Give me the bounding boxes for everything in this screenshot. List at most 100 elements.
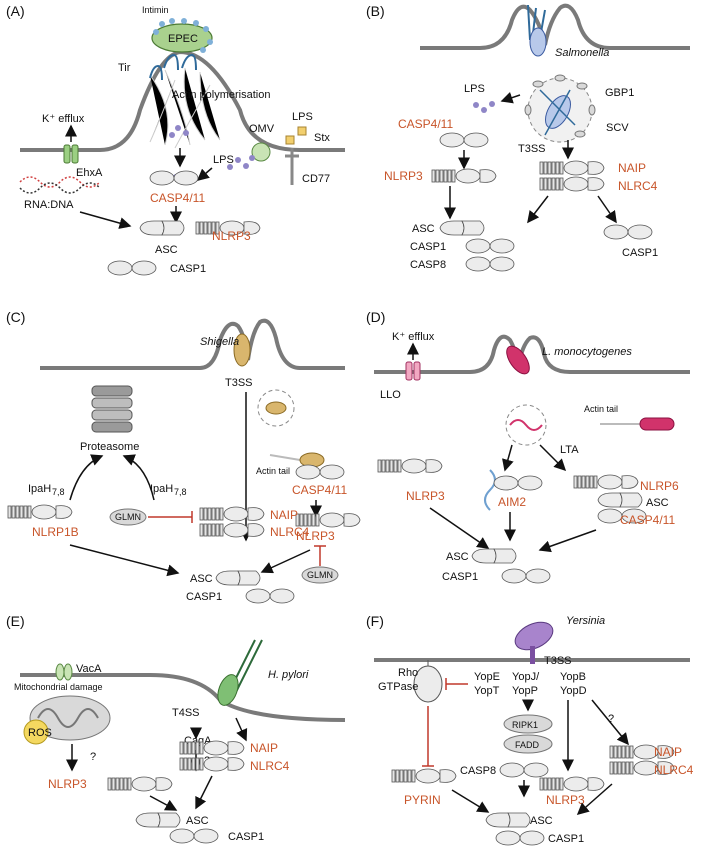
- asc-d-label: ASC: [446, 551, 469, 563]
- lps-label: LPS: [213, 154, 234, 166]
- actin-tail-d-label: Actin tail: [584, 404, 618, 414]
- panel-b: (B) Salmonella GBP1 SCV LPS T3SS CASP4/1…: [366, 3, 690, 272]
- nlrp3-b-protein: [431, 168, 497, 184]
- ipah-left-label: IpaH: [28, 483, 51, 495]
- panel-b-membrane: [420, 3, 690, 50]
- casp1-f-label: CASP1: [548, 833, 584, 845]
- asc-protein: [139, 220, 185, 236]
- casp1-label: CASP1: [170, 263, 206, 275]
- intimin-spikes-icon: [153, 18, 213, 53]
- nlrp3-b-label: NLRP3: [384, 169, 423, 183]
- casp1-e-label: CASP1: [228, 831, 264, 843]
- fadd-label: FADD: [515, 740, 540, 750]
- ros-label: ROS: [28, 727, 52, 739]
- listeria-bacterium: [506, 345, 530, 375]
- rna-dna-label: RNA:DNA: [24, 199, 74, 211]
- mito-label: Mitochondrial damage: [14, 682, 103, 692]
- nlrc4-c-label: NLRC4: [270, 525, 310, 539]
- listeria-label: L. monocytogenes: [542, 346, 632, 358]
- cd77-label: CD77: [302, 173, 330, 185]
- casp8-b-label: CASP8: [410, 259, 446, 271]
- naip-c-label: NAIP: [270, 508, 298, 522]
- naip-label: NAIP: [618, 161, 646, 175]
- hpylori-label: H. pylori: [268, 669, 309, 681]
- tir-label: Tir: [118, 62, 131, 74]
- asc-b-label: ASC: [412, 223, 435, 235]
- ipah-left-sub: 7,8: [52, 487, 65, 497]
- vaca-label: VacA: [76, 663, 102, 675]
- t3ss-f-label: T3SS: [544, 655, 572, 667]
- asc-c-label: ASC: [190, 573, 213, 585]
- naip-e-label: NAIP: [250, 741, 278, 755]
- k-efflux-label: K⁺ efflux: [42, 113, 85, 125]
- casp1-protein: [107, 260, 157, 276]
- q-f-label: ?: [608, 713, 614, 725]
- lps-b-label: LPS: [464, 83, 485, 95]
- asc-d-right-label: ASC: [646, 497, 669, 509]
- panel-a-letter: (A): [6, 3, 25, 19]
- casp1-b-left-label: CASP1: [410, 241, 446, 253]
- ripk1-complex: [503, 714, 553, 734]
- asc-e-label: ASC: [186, 815, 209, 827]
- yopj-label: YopJ/: [512, 671, 540, 683]
- rna-dna-hybrid-icon: [19, 176, 101, 188]
- gbp1-label: GBP1: [605, 87, 634, 99]
- proteasome-icon: [91, 385, 133, 433]
- omv-label: OMV: [249, 123, 275, 135]
- panel-d: (D) L. monocytogenes K⁺ efflux LLO Actin…: [366, 309, 690, 584]
- nlrp3-c-label: NLRP3: [296, 529, 335, 543]
- panel-c-membrane: [40, 318, 345, 370]
- yopb-label: YopB: [560, 671, 586, 683]
- q1-label: ?: [90, 751, 96, 763]
- panel-b-letter: (B): [366, 3, 385, 19]
- pyrin-label: PYRIN: [404, 793, 441, 807]
- casp411-label: CASP4/11: [150, 191, 205, 205]
- intimin-label: Intimin: [142, 5, 169, 15]
- panel-c-letter: (C): [6, 309, 25, 325]
- stx-icon: [297, 126, 307, 136]
- ripk1-label: RIPK1: [512, 720, 538, 730]
- panel-a: (A) Intimin EPEC Tir Actin polymerisatio…: [6, 3, 345, 276]
- epec-label: EPEC: [168, 33, 198, 45]
- actin-label: Actin polymerisation: [172, 89, 270, 101]
- panel-e-letter: (E): [6, 613, 25, 629]
- yopd-label: YopD: [560, 685, 587, 697]
- casp411-protein: [149, 170, 199, 186]
- actin-filaments: [149, 67, 221, 149]
- tir-receptors: [149, 53, 197, 81]
- hpylori-bacterium: [217, 674, 239, 706]
- casp411-c-label: CASP4/11: [292, 483, 347, 497]
- asc-label: ASC: [155, 244, 178, 256]
- naip-f-label: NAIP: [654, 745, 682, 759]
- casp411-d-label: CASP4/11: [620, 513, 675, 527]
- panel-d-letter: (D): [366, 309, 385, 325]
- vaca-toxin-icon: [55, 663, 65, 681]
- omv-vesicle: [251, 142, 271, 162]
- t4ss-label: T4SS: [172, 707, 200, 719]
- yopt-label: YopT: [474, 685, 500, 697]
- nlrp3-label: NLRP3: [212, 229, 251, 243]
- casp411-b-label: CASP4/11: [398, 117, 453, 131]
- lps-top-label: LPS: [292, 111, 313, 123]
- epec-bacterium: [151, 23, 213, 53]
- ehxa-pore-icon: [63, 144, 71, 164]
- llo-label: LLO: [380, 389, 401, 401]
- k-efflux-d-label: K⁺ efflux: [392, 331, 435, 343]
- nlrc4-e-label: NLRC4: [250, 759, 290, 773]
- llo-pore-icon: [405, 361, 413, 381]
- ipah-right-sub: 7,8: [174, 487, 187, 497]
- shigella-label: Shigella: [200, 336, 239, 348]
- aim2-label: AIM2: [498, 495, 526, 509]
- t3ss-c-label: T3SS: [225, 377, 253, 389]
- glmn-c2-label: GLMN: [307, 570, 333, 580]
- gtpase-label: GTPase: [378, 681, 418, 693]
- nlrp6-label: NLRP6: [640, 479, 679, 493]
- gbp1-coat-icon: [524, 74, 596, 138]
- proteasome-label: Proteasome: [80, 441, 139, 453]
- panel-f: (F) Yersinia T3SS Rho GTPase YopE YopT Y…: [366, 613, 694, 846]
- yope-label: YopE: [474, 671, 500, 683]
- casp8-f-label: CASP8: [460, 765, 496, 777]
- ehxa-label: EhxA: [76, 167, 103, 179]
- ros-burst-icon: [23, 719, 49, 745]
